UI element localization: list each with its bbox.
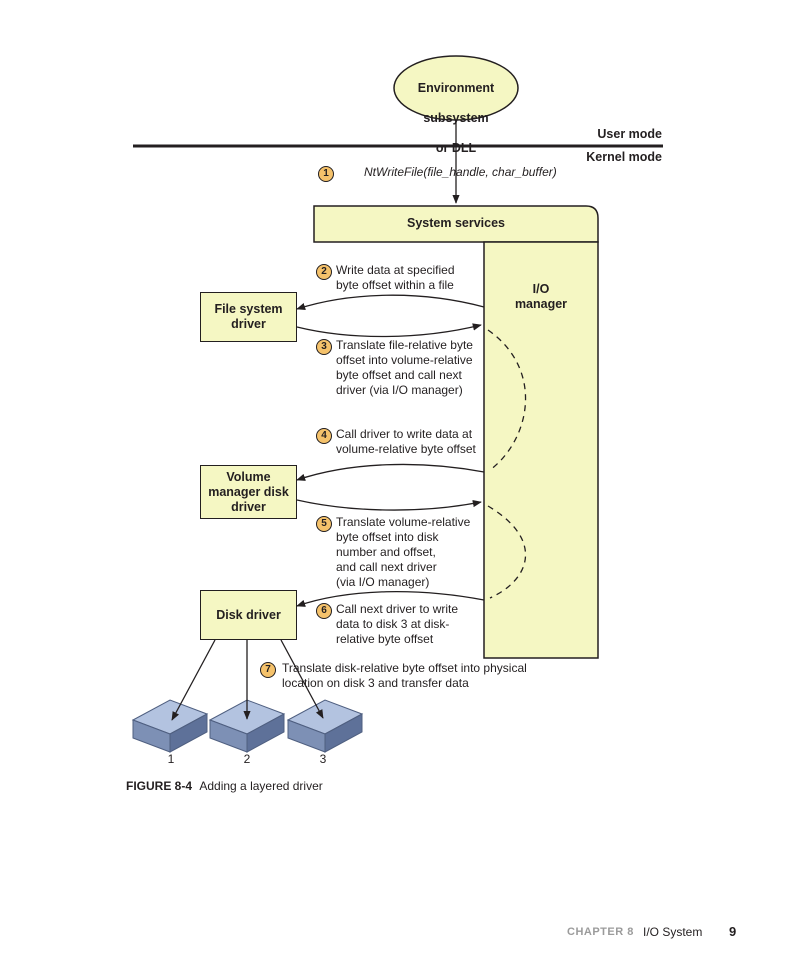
environment-line-2: subsystem [423,111,489,125]
step-5-badge: 5 [316,516,332,532]
arrow-io-to-disk-driver [296,591,485,607]
arrow-to-disk-3 [280,639,324,719]
disk-driver-label: Disk driver [216,607,281,622]
figure-title: Adding a layered driver [199,779,323,793]
io-manager-label: I/O manager [514,282,568,311]
figure-caption: FIGURE 8-4 Adding a layered driver [126,779,323,793]
step-2-badge: 2 [316,264,332,280]
dashed-arc-1 [487,329,527,471]
step-4-text: Call driver to write data at volume-rela… [336,427,476,456]
disk-1-icon [131,699,209,753]
step-2-text: Write data at specified byte offset with… [336,263,455,292]
arrow-io-to-volume-manager [296,463,485,481]
system-services-block [313,205,599,243]
disk-3-icon [286,699,364,753]
step-3-text: Translate file-relative byte offset into… [336,338,473,397]
environment-line-1: Environment [417,81,495,95]
chapter-label: CHAPTER 8 [567,926,634,938]
volume-manager-driver-label: Volume manager disk driver [208,469,289,514]
disk-3-number: 3 [319,752,327,766]
figure-number: FIGURE 8-4 [126,779,193,793]
system-services-label: System services [407,216,505,230]
arrow-io-to-file-system [296,294,485,310]
arrow-file-system-to-io [296,323,482,338]
arrow-volume-manager-to-io [296,499,482,511]
file-system-driver-label: File system driver [214,302,283,331]
environment-line-3: or DLL [435,141,477,155]
disk-2-number: 2 [243,752,251,766]
step-1-badge: 1 [318,166,334,182]
volume-manager-driver-box: Volume manager disk driver [200,465,297,519]
file-system-driver-box: File system driver [200,292,297,342]
environment-subsystem-label: Environment subsystem or DLL [396,66,516,171]
user-mode-label: User mode [597,127,662,141]
step-7-text: Translate disk-relative byte offset into… [282,661,527,690]
io-manager-block [483,241,599,659]
dashed-arc-2 [487,505,527,599]
step-6-text: Call next driver to write data to disk 3… [336,602,459,646]
step-3-badge: 3 [316,339,332,355]
step-5-text: Translate volume-relative byte offset in… [336,515,471,589]
step-4-badge: 4 [316,428,332,444]
kernel-mode-label: Kernel mode [586,150,662,164]
disk-1-number: 1 [167,752,175,766]
disk-driver-box: Disk driver [200,590,297,640]
arrow-to-disk-1 [171,639,216,721]
nt-write-file-call: NtWriteFile(file_handle, char_buffer) [364,165,557,179]
step-7-badge: 7 [260,662,276,678]
chapter-title: I/O System [643,925,703,939]
step-6-badge: 6 [316,603,332,619]
page-number: 9 [729,924,737,939]
